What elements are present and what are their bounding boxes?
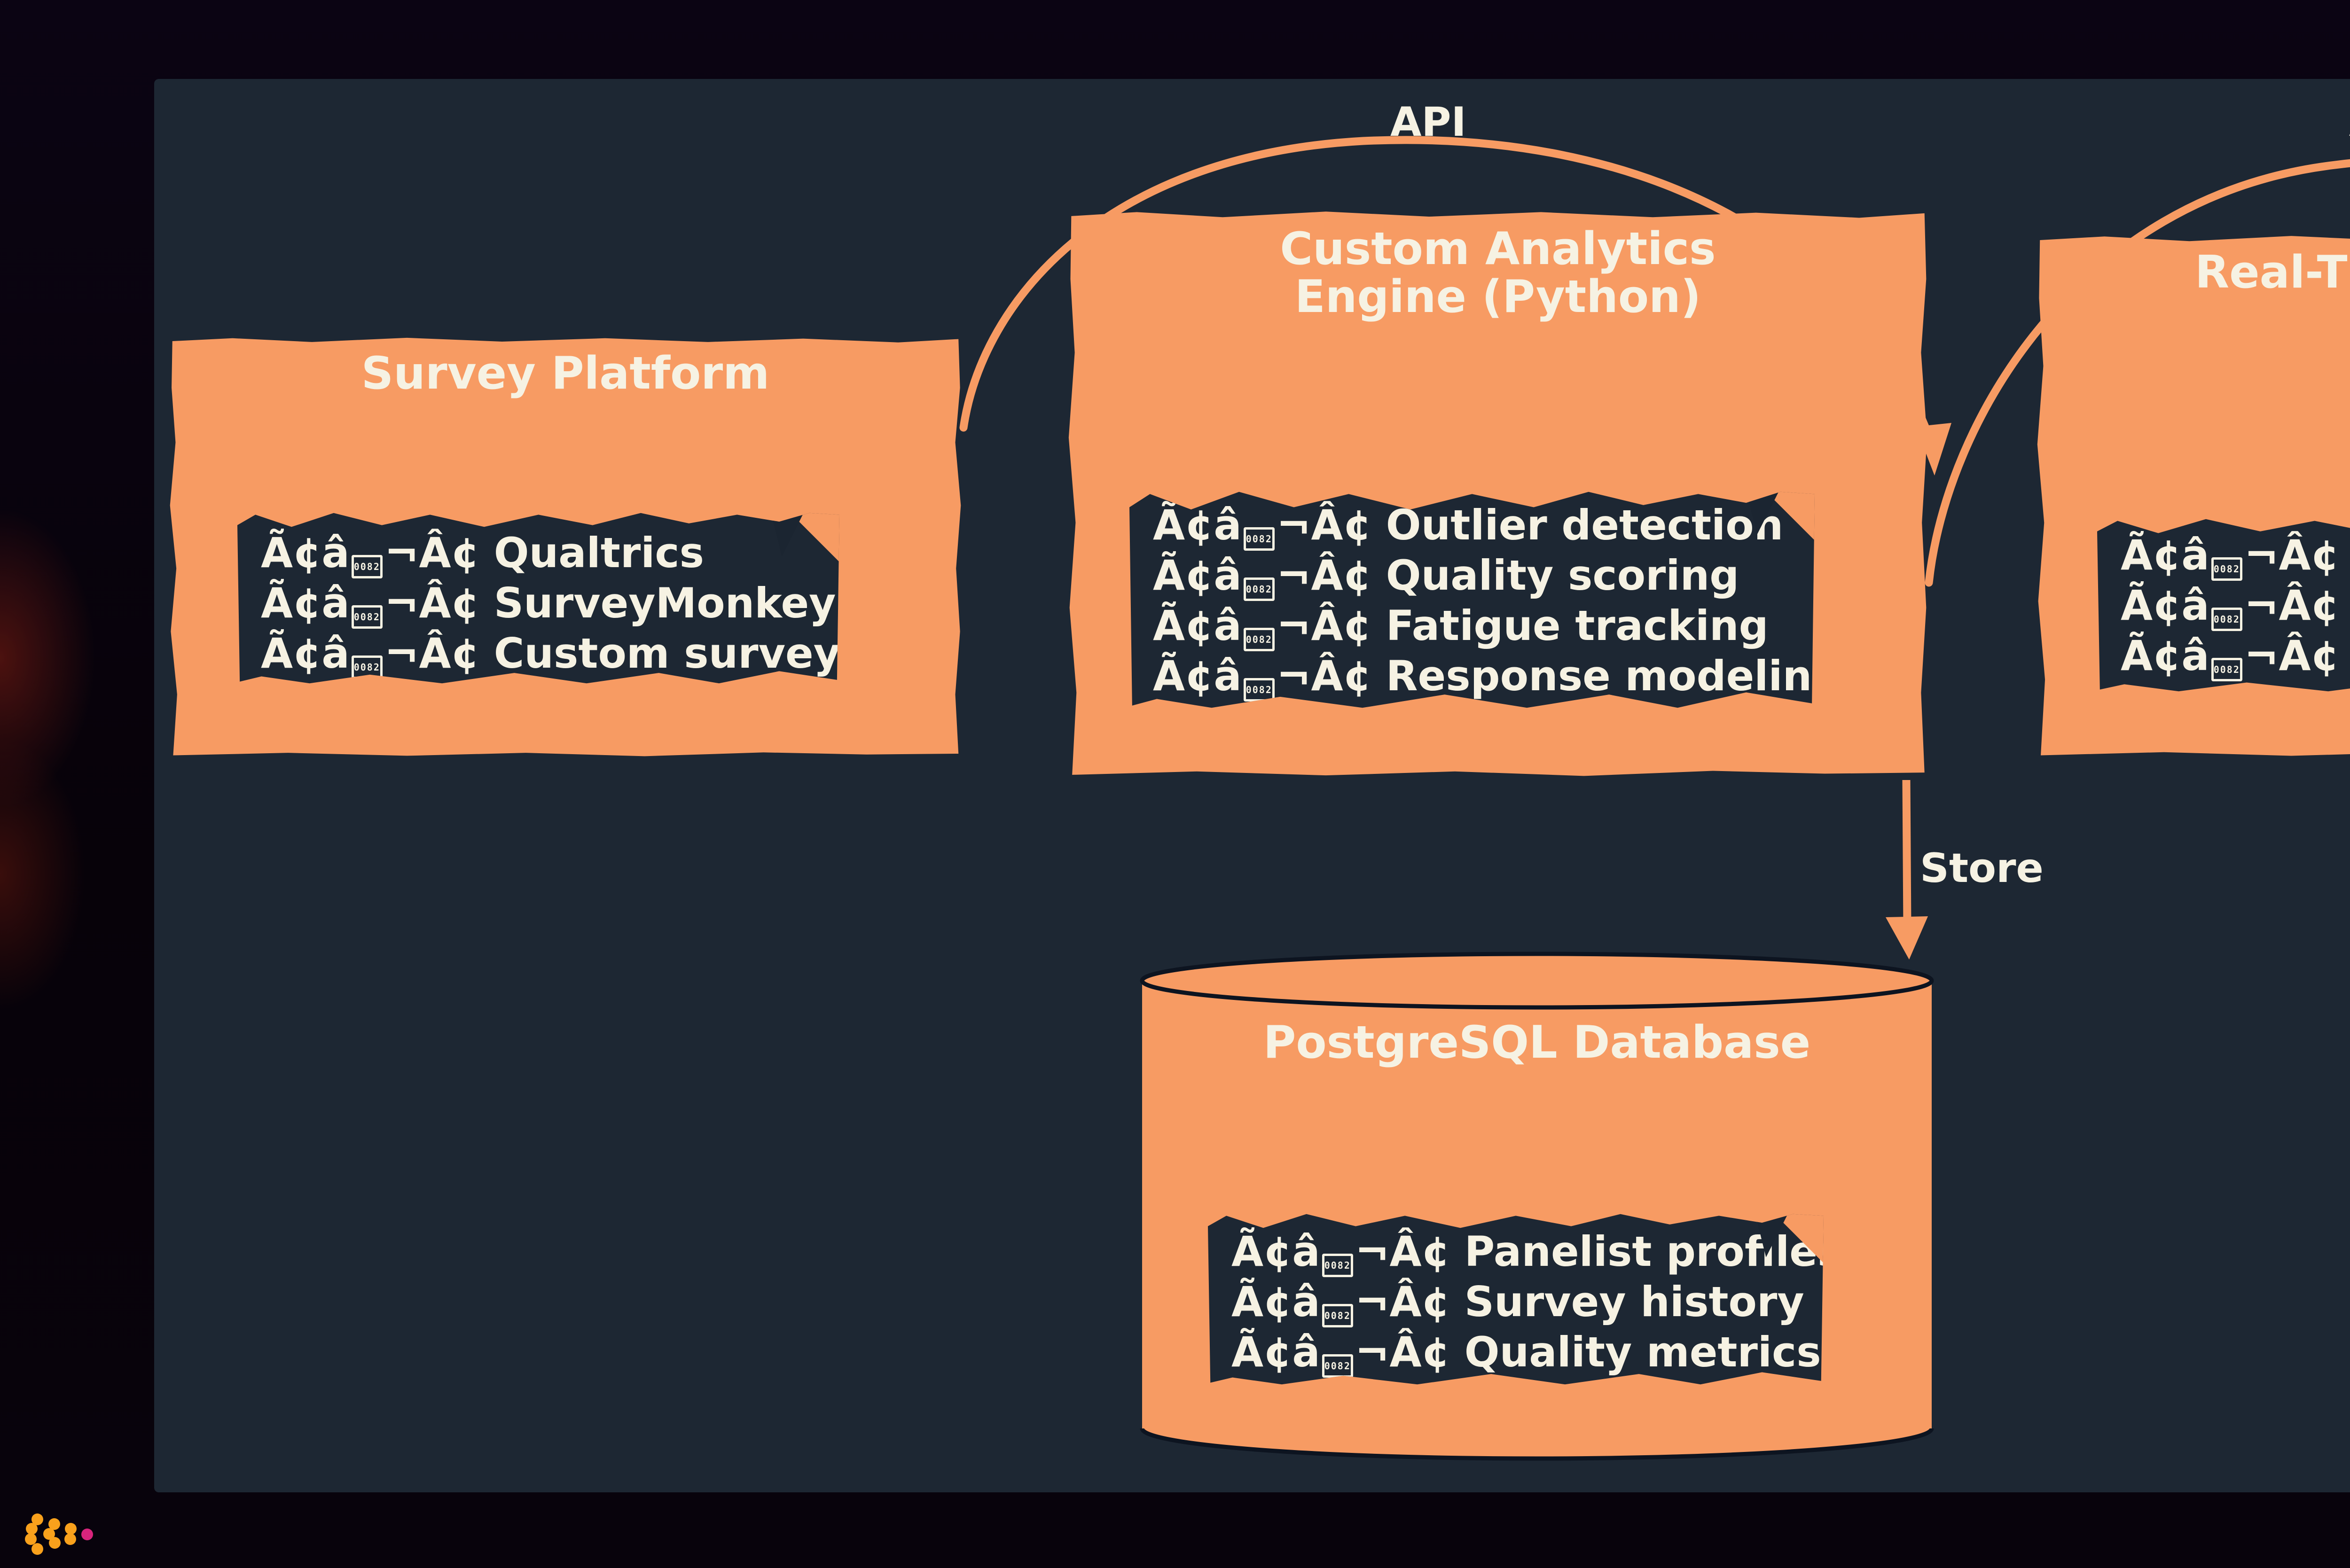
- database-title: PostgreSQL Database: [1263, 1017, 1811, 1069]
- tofu-glyph: 0082: [1243, 577, 1275, 601]
- analytics-title-line1: Custom Analytics: [1280, 223, 1716, 275]
- store-arrow: [1902, 780, 1911, 927]
- logo-dot: [25, 1533, 37, 1545]
- tofu-glyph: 0082: [1322, 1254, 1353, 1277]
- api-label-left: API: [1390, 99, 1466, 146]
- logo-dot: [48, 1518, 60, 1530]
- logo-dot: [64, 1533, 76, 1545]
- api-arc-right: [1925, 159, 2350, 587]
- tofu-glyph: 0082: [2211, 658, 2242, 681]
- tofu-glyph: 0082: [1243, 678, 1275, 702]
- tofu-glyph: 0082: [1243, 628, 1275, 651]
- analytics-title-line2: Engine (Python): [1294, 271, 1701, 323]
- dashboard-title-line1: Real-Time Dashboard: [2195, 247, 2350, 298]
- api-arc-left-arrowhead: [1916, 423, 1951, 476]
- tofu-glyph: 0082: [1243, 527, 1275, 551]
- tofu-glyph: 0082: [1322, 1354, 1353, 1378]
- tofu-glyph: 0082: [351, 555, 383, 578]
- tofu-glyph: 0082: [351, 605, 383, 629]
- tofu-glyph: 0082: [2211, 608, 2242, 631]
- logo-dot: [65, 1523, 77, 1535]
- api-arc-left: [959, 136, 1937, 451]
- store-arrow-head: [1886, 916, 1928, 960]
- logo: [19, 1506, 99, 1555]
- logo-dot: [31, 1543, 43, 1555]
- logo-dot-pink: [81, 1529, 93, 1540]
- store-label: Store: [1920, 845, 2044, 892]
- api-label-right: API: [2349, 100, 2350, 145]
- tofu-glyph: 0082: [1322, 1304, 1353, 1327]
- cylinder-top-ellipse: [1140, 952, 1934, 1010]
- tofu-glyph: 0082: [2211, 557, 2242, 581]
- logo-dot: [49, 1537, 61, 1549]
- logo-dot: [26, 1523, 38, 1535]
- survey-platform-title: Survey Platform: [361, 348, 770, 399]
